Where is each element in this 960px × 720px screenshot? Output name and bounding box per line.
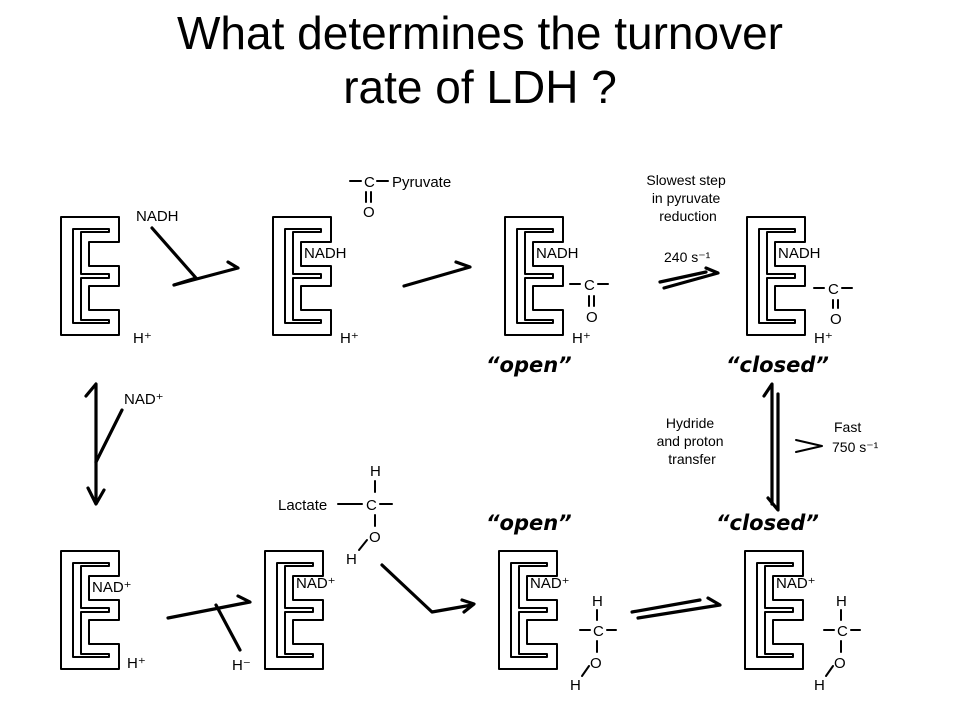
lactate-h-bottom: H: [346, 551, 357, 568]
carbonyl-o-e4: O: [830, 311, 842, 328]
title-line-1: What determines the turnover: [177, 7, 783, 59]
enzyme-e-4: [746, 216, 806, 336]
alcohol-c-e8: C: [837, 623, 848, 640]
rate-240: 240 s⁻¹: [664, 249, 711, 265]
carbonyl-c-e3: C: [584, 277, 595, 294]
pyruvate-group: C Pyruvate O: [349, 174, 451, 221]
hydride-arrow-up: [762, 382, 774, 506]
lactate-release-head: [460, 598, 476, 614]
pyruvate-c: C: [364, 174, 375, 191]
alcohol-o-e8: O: [834, 655, 846, 672]
closed-label-bottom: “closed”: [716, 511, 819, 535]
bound-pyruvate-e4: C O: [813, 281, 853, 328]
alcohol-h-e8: H: [836, 593, 847, 610]
hydroxyl-h-e8: H: [814, 677, 825, 694]
nad-release-arrow: [84, 382, 98, 502]
carbonyl-c-e4: C: [828, 281, 839, 298]
bound-pyruvate-e3: C O: [569, 277, 609, 326]
lactate-h-top: H: [370, 463, 381, 480]
hydride-release-branch: [214, 603, 242, 652]
hydride-transfer-note: Hydride and proton transfer: [657, 415, 728, 467]
hydride-arrow-down: [766, 392, 780, 512]
hydroxyl-h-e7: H: [570, 677, 581, 694]
pyruvate-label: Pyruvate: [392, 174, 451, 191]
lactate-label: Lactate: [278, 497, 327, 514]
enzyme-e-2: [272, 216, 332, 336]
binding-arrow-1-head: [172, 260, 240, 287]
rate-pointer: [795, 439, 823, 453]
alcohol-c-e7: C: [593, 623, 604, 640]
nadh-label-e1: NADH: [136, 208, 179, 225]
h-plus-label-e3: H⁺: [572, 330, 591, 347]
alcohol-h-e7: H: [592, 593, 603, 610]
rate-750: 750 s⁻¹: [832, 439, 879, 455]
nadh-label-e4: NADH: [778, 245, 821, 262]
lactate-c: C: [366, 497, 377, 514]
h-plus-label-e4: H⁺: [814, 330, 833, 347]
enzyme-e-3: [504, 216, 564, 336]
conformational-arrow-bottom: [636, 596, 722, 620]
enzyme-e-6: [264, 550, 324, 670]
carbonyl-o-e3: O: [586, 309, 598, 326]
title-line-2: rate of LDH ?: [343, 61, 617, 113]
conformational-arrow-top-back: [658, 270, 708, 284]
binding-arrow-1: [150, 226, 198, 287]
h-plus-label-e2: H⁺: [340, 330, 359, 347]
alcohol-o-e7: O: [590, 655, 602, 672]
lactate-release-arrow: [380, 563, 474, 614]
nad-plus-label-e8: NAD⁺: [776, 575, 816, 592]
open-label-top: “open”: [486, 353, 572, 377]
hydride-release-arrow: [166, 594, 252, 620]
conformational-arrow-top: [662, 266, 720, 290]
nad-plus-label-e7: NAD⁺: [530, 575, 570, 592]
slowest-step-note: Slowest step in pyruvate reduction: [646, 172, 729, 224]
enzyme-e-1: [60, 216, 120, 336]
pyruvate-o: O: [363, 204, 375, 221]
lactate-o: O: [369, 529, 381, 546]
bound-lactate-e8: H C O H: [814, 593, 861, 694]
h-plus-label-e5: H⁺: [127, 655, 146, 672]
open-label-bottom: “open”: [486, 511, 572, 535]
nad-plus-label-e5: NAD⁺: [92, 579, 132, 596]
enzyme-e-5: [60, 550, 120, 670]
nad-plus-released: NAD⁺: [124, 391, 164, 408]
nadh-label-e3: NADH: [536, 245, 579, 262]
nadh-label-e2: NADH: [304, 245, 347, 262]
h-plus-label-e1: H⁺: [133, 330, 152, 347]
enzyme-e-8: [744, 550, 804, 670]
lactate-group: H Lactate C O H: [278, 463, 393, 568]
h-minus-label: H⁻: [232, 657, 251, 674]
nad-plus-label-e6: NAD⁺: [296, 575, 336, 592]
slide-title: What determines the turnover rate of LDH…: [0, 6, 960, 114]
fast-label: Fast: [834, 419, 861, 435]
conformational-arrow-bottom-back: [630, 598, 702, 614]
nad-release-head: [86, 486, 106, 506]
closed-label-top: “closed”: [726, 353, 829, 377]
bound-lactate-e7: H C O H: [570, 593, 617, 694]
nad-release-branch: [94, 408, 124, 464]
binding-arrow-2: [402, 260, 472, 288]
enzyme-e-7: [498, 550, 558, 670]
